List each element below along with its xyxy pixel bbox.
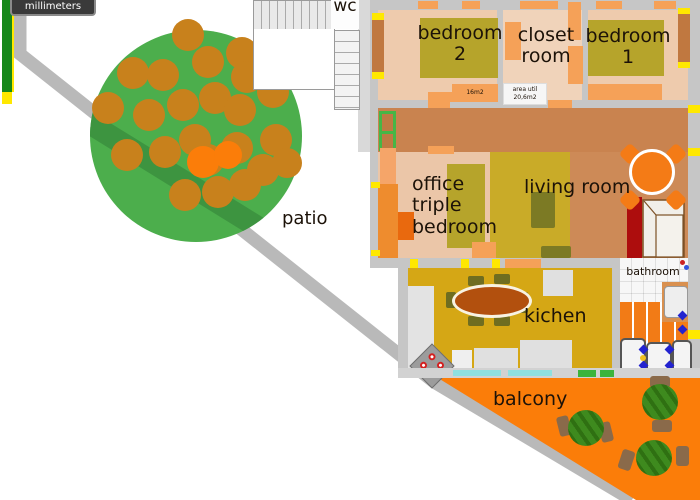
door-hinge-marker <box>678 8 690 14</box>
door-hinge-marker <box>372 13 384 20</box>
counter-icon <box>520 340 572 368</box>
patio-table-icon <box>636 440 672 476</box>
units-tooltip[interactable]: millimeters <box>10 0 96 16</box>
dining-chair-icon <box>446 292 456 308</box>
area-note: area util 20,6m2 <box>503 83 547 105</box>
plumbing-marker-yellow <box>640 355 646 361</box>
wall-closet-bed1 <box>582 10 588 100</box>
area-note-line1: area util <box>512 86 538 93</box>
door-hinge-marker <box>678 62 690 68</box>
area-tag <box>452 84 498 102</box>
balcony-label: balcony <box>493 388 568 410</box>
bench-icon <box>541 246 571 258</box>
closet-icon <box>505 22 521 60</box>
wall-right <box>688 0 700 378</box>
door-hinge-marker <box>461 259 469 268</box>
dining-chair-icon <box>468 276 484 286</box>
window-icon <box>578 370 596 377</box>
counter-icon <box>543 270 573 296</box>
units-tooltip-label: millimeters <box>24 1 82 12</box>
wall-left-row2 <box>370 152 378 268</box>
door-hinge-marker <box>410 259 418 268</box>
cabinet-icon <box>380 148 396 186</box>
door-icon <box>678 14 690 62</box>
door-hinge-marker <box>688 148 700 156</box>
nightstand-icon <box>472 242 496 258</box>
living-label: living room <box>524 176 631 198</box>
door-icon <box>372 20 384 72</box>
door-hinge-marker <box>688 330 700 339</box>
balcony-slab <box>438 378 700 500</box>
counter-icon <box>474 348 518 368</box>
door-hinge-marker <box>688 105 700 113</box>
window-icon <box>508 370 552 376</box>
shelf-icon <box>428 146 454 154</box>
closet-label: closet room <box>517 24 575 68</box>
door-hinge-marker <box>371 182 380 188</box>
office-label: office triple bedroom <box>412 173 497 238</box>
bed-icon <box>588 20 664 76</box>
patio-chair-icon <box>676 446 689 466</box>
patio-label: patio <box>282 208 328 229</box>
kitchen-label: kichen <box>524 305 587 327</box>
door-icon <box>654 1 676 9</box>
dining-table-icon <box>452 284 532 318</box>
dining-chair-icon <box>494 316 510 326</box>
area-note-line2: 20,6m2 <box>513 94 537 101</box>
window-icon <box>453 370 501 376</box>
stairs-horizontal-icon <box>254 1 334 29</box>
door-icon <box>462 1 480 9</box>
stairs-vertical-icon <box>334 30 360 110</box>
bedroom1-label: bedroom 1 <box>585 25 671 69</box>
dresser-icon <box>428 92 452 102</box>
boundary-yellow-bar <box>2 92 12 104</box>
wall-bathroom-divider <box>612 258 620 368</box>
wc-label: wc <box>333 0 357 16</box>
stair-landing <box>253 0 335 90</box>
closet-icon <box>568 46 583 84</box>
tv-unit-icon <box>531 192 555 228</box>
window-icon <box>600 370 614 377</box>
bed-icon <box>420 18 498 78</box>
door-hinge-marker <box>492 259 500 268</box>
desk-chair-icon <box>398 212 414 240</box>
wall-bed2-closet <box>497 10 503 100</box>
dresser-icon <box>588 84 662 100</box>
door-hinge-marker <box>371 250 380 256</box>
dining-chair-icon <box>494 274 510 284</box>
door-icon <box>596 1 622 9</box>
bed-icon <box>447 164 485 248</box>
wardrobe-icon <box>642 199 685 258</box>
shelf-red-icon <box>627 197 642 258</box>
shower-head-icon <box>680 260 685 265</box>
door-icon <box>418 1 438 9</box>
patio-chair-icon <box>652 420 672 432</box>
window-icon <box>379 111 396 151</box>
wall-kitchen-left <box>398 268 408 368</box>
wc-room <box>331 0 359 29</box>
patio-table-icon <box>642 384 678 420</box>
bathroom-label: bathroom <box>626 265 680 278</box>
door-hinge-marker <box>372 72 384 79</box>
bedroom2-area-label: 16m2 <box>466 89 484 96</box>
shower-head-icon <box>684 265 689 270</box>
desk-icon <box>378 184 398 258</box>
living-rug <box>490 152 570 258</box>
round-table-icon <box>629 149 675 195</box>
door-icon <box>505 259 541 268</box>
door-icon <box>520 1 558 9</box>
door-icon <box>428 100 450 108</box>
counter-icon <box>452 350 472 368</box>
closet-icon <box>568 2 581 40</box>
bedroom2-label: bedroom 2 <box>417 22 503 66</box>
dining-chair-icon <box>468 316 484 326</box>
patio-table-icon <box>568 410 604 446</box>
corridor <box>378 108 688 152</box>
door-icon <box>548 100 572 108</box>
boundary-green-bar <box>2 0 14 92</box>
